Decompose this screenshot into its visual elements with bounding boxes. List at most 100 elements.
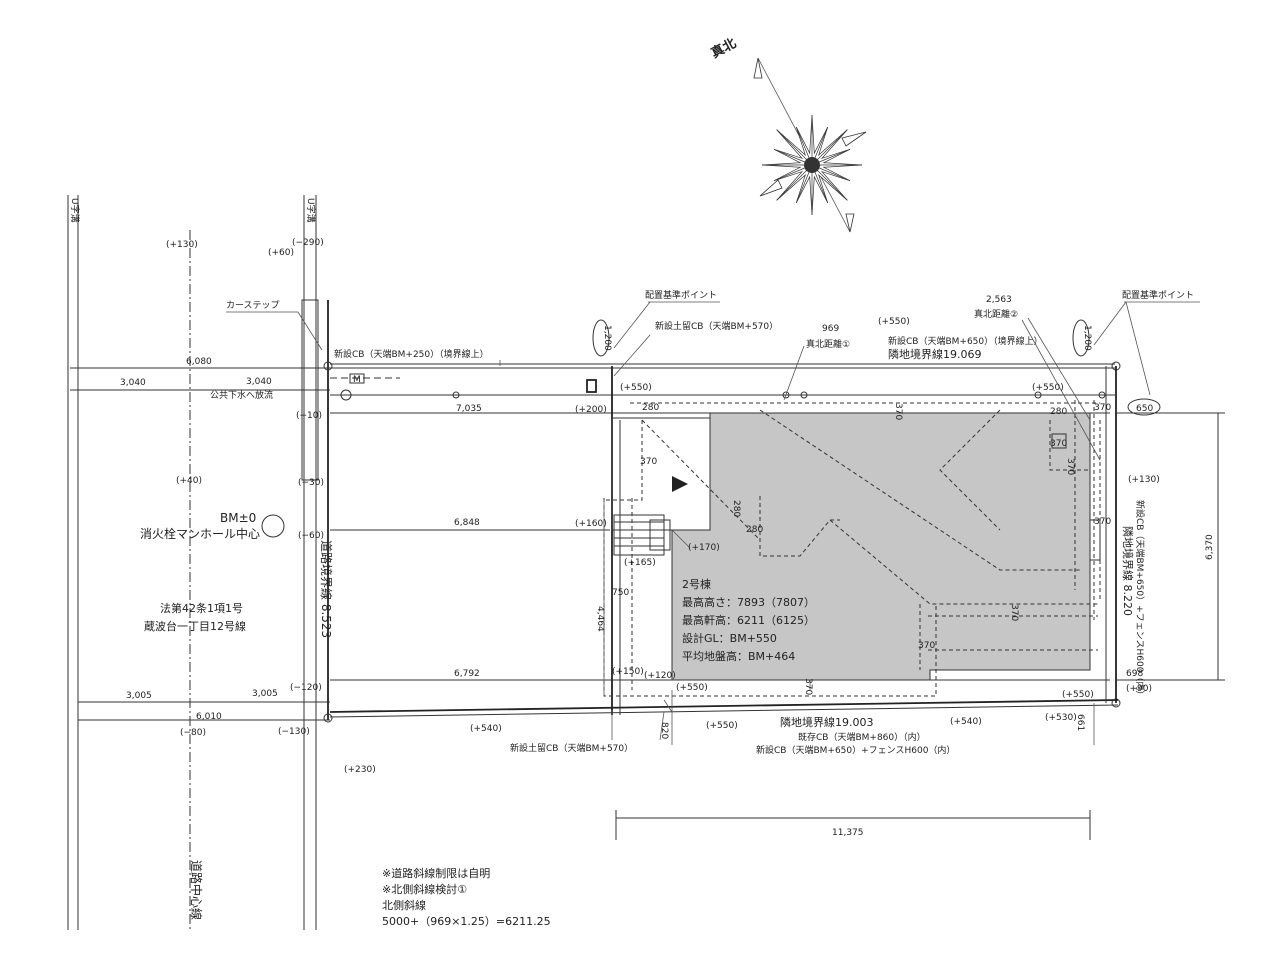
level-label: (+230): [344, 765, 376, 775]
dimension-label: 370: [1094, 403, 1111, 413]
level-label: (−130): [278, 727, 310, 737]
level-label: (+550): [620, 383, 652, 393]
dimension-label: 1,200: [602, 325, 612, 351]
benchmark-desc: 消火栓マンホール中心: [140, 526, 260, 541]
building-max-height: 最高高さ：7893（7807）: [682, 595, 815, 609]
boundary-right-label: 隣地境界線 8.220: [1121, 526, 1135, 616]
boundary-right-cb-label: 新設CB（天端BM+650）+フェンスH600（内）: [1134, 500, 1146, 699]
dimension-label: 370: [893, 403, 903, 420]
benchmark-label: BM±0: [220, 511, 256, 525]
note-north-slope-check: ※北側斜線検討①: [382, 883, 468, 896]
north-distance-1-label: 真北距離①: [806, 338, 850, 350]
level-label: (+540): [470, 724, 502, 734]
dimension-label: 6,370: [1205, 534, 1215, 560]
level-label: (+165): [624, 558, 656, 568]
dimension-label: 650: [1136, 404, 1153, 414]
level-label: (+60): [268, 248, 294, 258]
building-design-gl: 設計GL：BM+550: [682, 631, 777, 645]
cb-top-label: 新設CB（天端BM+650）（境界線上）: [888, 335, 1043, 347]
north-distance-2-label: 真北距離②: [974, 308, 1018, 320]
ditch-left-label: U字溝: [69, 198, 81, 223]
dimension-label: 3,005: [252, 689, 278, 699]
note-north-slope: 北側斜線: [382, 899, 426, 912]
level-label: (−120): [290, 683, 322, 693]
road-boundary-label: 道路境界線 8.523: [319, 540, 334, 638]
dimension-label: 280: [731, 500, 741, 517]
road-name-label: 蔵波台一丁目12号線: [144, 619, 246, 633]
dimension-label: 3,040: [120, 378, 146, 388]
dimension-label: 820: [659, 722, 669, 739]
level-label: (+550): [676, 683, 708, 693]
dimension-label: 661: [1075, 714, 1085, 731]
dimension-label: 6,080: [186, 357, 212, 367]
dimension-label: 6,010: [196, 712, 222, 722]
compass-rose-icon: [753, 57, 867, 233]
cb-road-label: 新設CB（天端BM+250）（境界線上）: [334, 348, 489, 360]
level-label: (−290): [292, 238, 324, 248]
boundary-bottom-label: 隣地境界線19.003: [780, 715, 874, 729]
dimension-label: 4,464: [595, 606, 605, 632]
dimension-label: 370: [803, 678, 813, 695]
dimension-label: 370: [1094, 517, 1111, 527]
level-label: (+550): [878, 317, 910, 327]
building-max-eave: 最高軒高：6211（6125）: [682, 613, 815, 627]
dimension-label: 1,200: [1082, 325, 1092, 351]
dimension-label: 280: [746, 525, 763, 535]
dimension-label: 370: [640, 457, 657, 467]
dimension-label: 370: [918, 641, 935, 651]
dimension-label: 3,040: [246, 377, 272, 387]
note-road-slope: ※道路斜線制限は自明: [382, 867, 491, 880]
level-label: (−80): [180, 728, 206, 738]
existing-cb-label: 既存CB（天端BM+860）（内）: [798, 731, 926, 743]
level-label: (+170): [688, 543, 720, 553]
level-label: (+130): [166, 240, 198, 250]
dimension-label: 280: [1050, 407, 1067, 417]
level-label: (+540): [950, 717, 982, 727]
level-label: (−30): [298, 478, 324, 488]
level-label: (+120): [644, 671, 676, 681]
notes-block: ※道路斜線制限は自明 ※北側斜線検討① 北側斜線 5000+（969×1.25）…: [382, 866, 551, 930]
ref-point-left-label: 配置基準ポイント: [645, 289, 717, 301]
level-label: (−60): [298, 531, 324, 541]
dimension-label: 2,563: [986, 295, 1012, 305]
car-step-label: カーステップ: [226, 300, 280, 311]
ref-point-right-label: 配置基準ポイント: [1122, 289, 1194, 301]
note-calculation: 5000+（969×1.25）=6211.25: [382, 915, 551, 928]
dimension-label: 6,848: [454, 518, 480, 528]
ditch-right-label: U字溝: [305, 198, 317, 223]
level-label: (+530): [1045, 713, 1077, 723]
boundary-top-label: 隣地境界線19.069: [888, 347, 982, 361]
new-cb-fence-label: 新設CB（天端BM+650）+フェンスH600（内）: [756, 744, 955, 756]
dimension-label: 280: [642, 403, 659, 413]
svg-text:M: M: [353, 375, 361, 385]
law-label: 法第42条1項1号: [160, 601, 243, 615]
retaining-top-label: 新設土留CB（天端BM+570）: [655, 320, 778, 332]
building-name: 2号棟: [682, 577, 711, 591]
dimension-label: 370: [1065, 458, 1075, 475]
dimension-label: 11,375: [832, 828, 864, 838]
road-center-label: 道路中心線: [189, 860, 204, 920]
retaining-bottom-label: 新設土留CB（天端BM+570）: [510, 742, 633, 754]
level-label: (+130): [1128, 475, 1160, 485]
level-label: (+550): [1062, 690, 1094, 700]
dimension-label: 370: [1009, 604, 1019, 621]
level-label: (−10): [296, 411, 322, 421]
level-label: (+550): [706, 721, 738, 731]
compass-north-label: 真北: [708, 35, 738, 61]
sewer-label: 公共下水へ放流: [210, 389, 273, 401]
dimension-label: 969: [822, 324, 839, 334]
dimension-label: 6,792: [454, 669, 480, 679]
level-label: (+550): [1032, 383, 1064, 393]
level-label: (+160): [575, 519, 607, 529]
level-label: (+200): [575, 405, 607, 415]
dimension-label: 3,005: [126, 691, 152, 701]
dimension-label: 698: [1126, 669, 1143, 679]
dimension-label: 370: [1050, 439, 1067, 449]
dimension-label: 750: [612, 588, 629, 598]
level-label: (+90): [1126, 684, 1152, 694]
building-avg-gl: 平均地盤高：BM+464: [682, 649, 795, 663]
level-label: (+150): [612, 667, 644, 677]
dimension-label: 7,035: [456, 404, 482, 414]
level-label: (+40): [176, 476, 202, 486]
